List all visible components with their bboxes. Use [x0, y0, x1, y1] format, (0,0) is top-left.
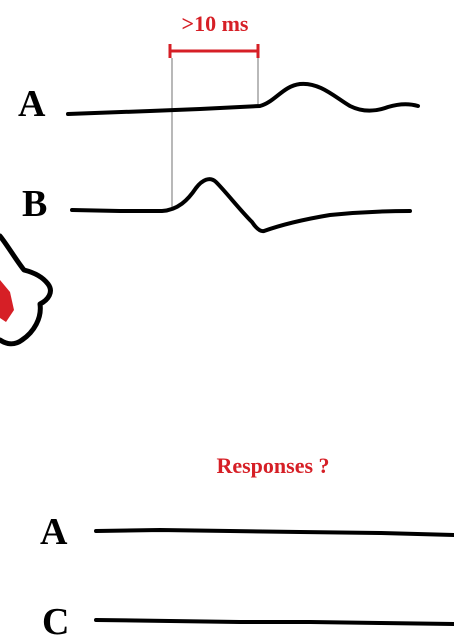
- interval-label: >10 ms: [182, 11, 249, 36]
- responses-title: Responses ?: [216, 453, 329, 478]
- trace-b-top-waveform: [70, 177, 412, 234]
- hand-illustration: [0, 233, 53, 347]
- trace-b-top-label: B: [22, 183, 47, 225]
- trace-c-bottom-waveform: [94, 618, 454, 626]
- trace-a-top-label: A: [18, 83, 46, 125]
- hand-outline: [0, 233, 53, 347]
- trace-c-bottom: C: [42, 601, 454, 638]
- trace-b-top: B: [22, 177, 412, 234]
- trace-a-top-waveform: [66, 81, 420, 116]
- interval-marker: >10 ms: [168, 11, 260, 210]
- trace-a-bottom-label: A: [40, 511, 68, 553]
- trace-a-bottom-waveform: [94, 527, 454, 537]
- trace-c-bottom-label: C: [42, 601, 69, 638]
- trace-a-top: A: [18, 81, 420, 125]
- stimulus-electrode-mark: [0, 280, 14, 322]
- trace-a-bottom: A: [40, 511, 454, 553]
